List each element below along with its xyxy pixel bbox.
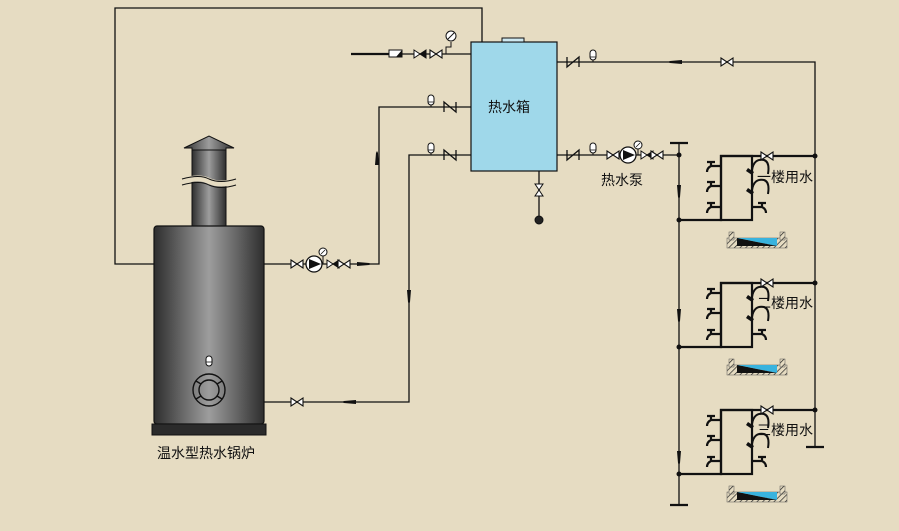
- makeup-water-inlet: [351, 30, 471, 59]
- tank-label: 热水箱: [488, 100, 530, 116]
- pipe-building-return: [557, 61, 816, 447]
- tank-drain: [534, 171, 544, 225]
- hot-water-pump: [606, 140, 664, 164]
- pipe-boiler-to-tank-top: [114, 7, 483, 265]
- boiler-circulation-pump: [290, 247, 351, 273]
- boiler-thermometer-icon: [205, 355, 213, 367]
- inlet-check-valve-icon: [413, 49, 427, 59]
- chimney: [181, 135, 237, 229]
- boiler-inspection-port-icon: [192, 373, 226, 407]
- floor-3-fixtures: [676, 404, 818, 503]
- floor-1-fixtures: [676, 150, 818, 249]
- pressure-gauge-icon: [445, 30, 457, 54]
- pipe-boiler-return: [264, 154, 471, 403]
- boiler-label: 温水型热水锅炉: [157, 446, 255, 462]
- pump-label: 热水泵: [601, 173, 643, 189]
- floor3-label: 三楼用水: [757, 423, 813, 439]
- boiler: [151, 225, 267, 436]
- hot-water-tank: [470, 37, 558, 172]
- floor-2-fixtures: [676, 277, 818, 376]
- main-riser: [670, 141, 688, 507]
- floor1-label: 一楼用水: [757, 170, 813, 186]
- floor2-label: 二楼用水: [757, 296, 813, 312]
